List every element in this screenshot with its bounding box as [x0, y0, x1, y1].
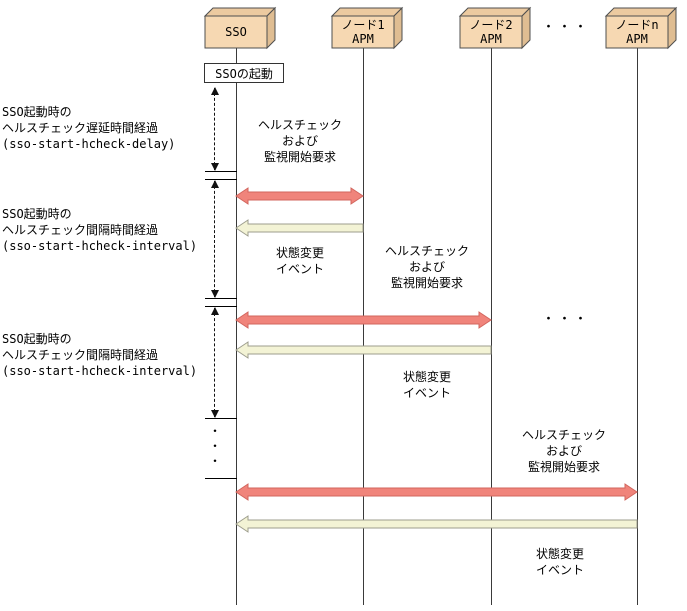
timeline-tick — [205, 478, 237, 479]
msg-line: および — [281, 134, 318, 148]
statechange-event-arrow-3 — [235, 515, 638, 533]
statechange-event-label-2: 状態変更 イベント — [365, 369, 489, 401]
actor-box-shape — [458, 6, 532, 50]
healthcheck-request-arrow-2 — [235, 311, 492, 329]
msg-line: ヘルスチェック — [257, 118, 342, 132]
actor-box-sso: SSO — [203, 6, 277, 50]
actor-label: ノード2 — [469, 18, 513, 32]
timeline-tick — [205, 418, 237, 419]
request-arrow-shape — [235, 187, 364, 205]
interval-label-delay: SSO起動時の ヘルスチェック遅延時間経過 (sso-start-hcheck-… — [2, 104, 175, 152]
actor-sublabel: APM — [352, 32, 374, 46]
msg-line: および — [545, 444, 582, 458]
statechange-event-label-1: 状態変更 イベント — [238, 245, 362, 277]
mid-ellipsis: ・・・ — [541, 312, 590, 327]
duration-arrow-2 — [211, 180, 219, 298]
actor-box-shape — [330, 6, 404, 50]
event-arrow-shape — [235, 341, 492, 359]
healthcheck-request-arrow-1 — [235, 187, 364, 205]
actor-label: ノードn — [615, 18, 659, 32]
statechange-event-arrow-2 — [235, 341, 492, 359]
msg-line: イベント — [275, 262, 324, 276]
timeline-tick — [205, 298, 237, 299]
lifeline-node2 — [491, 48, 492, 605]
event-arrow-shape — [235, 515, 638, 533]
interval-line: (sso-start-hcheck-delay) — [2, 137, 176, 151]
event-arrow-shape — [235, 219, 364, 237]
actor-box-noden: ノードn APM — [604, 6, 678, 50]
duration-arrow-1 — [211, 87, 219, 171]
sso-startup-box: SSOの起動 — [204, 63, 284, 83]
timeline-ellipsis: ・ ・ ・ — [208, 424, 221, 468]
msg-line: ヘルスチェック — [384, 244, 469, 258]
lifeline-noden — [637, 48, 638, 605]
interval-line: (sso-start-hcheck-interval) — [2, 239, 198, 253]
actor-label: ノード1 — [341, 18, 385, 32]
interval-label-interval-1: SSO起動時の ヘルスチェック間隔時間経過 (sso-start-hcheck-… — [2, 206, 197, 254]
interval-line: ヘルスチェック間隔時間経過 — [2, 223, 159, 237]
request-arrow-shape — [235, 483, 638, 501]
msg-line: 監視開始要求 — [390, 276, 463, 290]
msg-line: イベント — [535, 563, 584, 577]
duration-arrow-3 — [211, 307, 219, 418]
healthcheck-request-label-3: ヘルスチェック および 監視開始要求 — [502, 427, 626, 475]
actors-ellipsis: ・・・ — [541, 20, 590, 35]
msg-line: 状態変更 — [535, 547, 584, 561]
msg-line: 監視開始要求 — [527, 460, 600, 474]
request-arrow-shape — [235, 311, 492, 329]
msg-line: 状態変更 — [402, 370, 451, 384]
healthcheck-request-label-2: ヘルスチェック および 監視開始要求 — [365, 243, 489, 291]
interval-line: SSO起動時の — [2, 332, 72, 346]
msg-line: 状態変更 — [275, 246, 324, 260]
healthcheck-request-label-1: ヘルスチェック および 監視開始要求 — [238, 117, 362, 165]
statechange-event-arrow-1 — [235, 219, 364, 237]
actor-sublabel: APM — [480, 32, 502, 46]
interval-line: SSO起動時の — [2, 207, 72, 221]
interval-line: (sso-start-hcheck-interval) — [2, 364, 198, 378]
msg-line: ヘルスチェック — [521, 428, 606, 442]
msg-line: 監視開始要求 — [263, 150, 336, 164]
actor-box-node2: ノード2 APM — [458, 6, 532, 50]
lifeline-sso — [236, 48, 237, 605]
actor-sublabel: APM — [626, 32, 648, 46]
interval-line: SSO起動時の — [2, 105, 72, 119]
actor-box-shape — [604, 6, 678, 50]
timeline-tick — [205, 179, 237, 180]
interval-line: ヘルスチェック間隔時間経過 — [2, 348, 159, 362]
lifeline-node1 — [363, 48, 364, 605]
timeline-tick — [205, 171, 237, 172]
interval-label-interval-2: SSO起動時の ヘルスチェック間隔時間経過 (sso-start-hcheck-… — [2, 331, 197, 379]
msg-line: および — [408, 260, 445, 274]
actor-label: SSO — [225, 25, 247, 39]
timeline-tick — [205, 306, 237, 307]
actor-box-node1: ノード1 APM — [330, 6, 404, 50]
actor-box-shape — [203, 6, 277, 50]
interval-line: ヘルスチェック遅延時間経過 — [2, 121, 159, 135]
statechange-event-label-3: 状態変更 イベント — [498, 546, 622, 578]
healthcheck-request-arrow-3 — [235, 483, 638, 501]
msg-line: イベント — [402, 386, 451, 400]
